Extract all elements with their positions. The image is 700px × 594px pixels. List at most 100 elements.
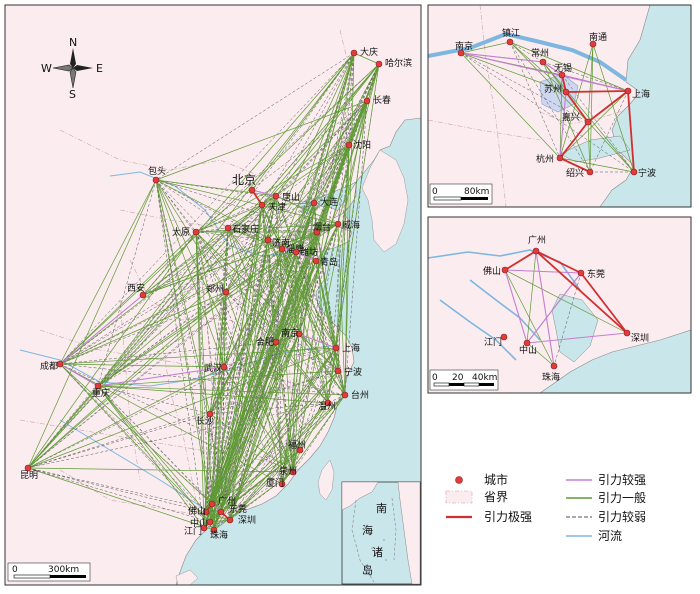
legend-city-label: 城市	[484, 472, 508, 487]
gravity-link	[344, 144, 350, 396]
gravity-link	[27, 467, 222, 513]
main-weak-links	[27, 52, 380, 531]
gravity-link	[267, 239, 329, 404]
gravity-link	[209, 370, 339, 523]
gravity-link	[59, 195, 277, 365]
gravity-link	[337, 144, 350, 225]
gravity-link	[227, 227, 277, 343]
main-city-label: 包头	[148, 165, 166, 177]
main-city-label: 长春	[373, 94, 391, 106]
gravity-link	[535, 250, 628, 334]
main-city-label: 成都	[40, 360, 58, 372]
main-city-marker	[24, 464, 32, 472]
yangtze-city-label: 镇江	[502, 27, 520, 39]
gravity-link	[559, 74, 563, 159]
gravity-link	[195, 231, 215, 531]
gravity-link	[275, 341, 294, 473]
yangtze-city-label: 宁波	[638, 167, 656, 179]
gravity-link	[209, 519, 231, 523]
yangtze-inset-panel: 南京镇江常州南通无锡苏州上海嘉兴杭州绍兴宁波 0 80km	[427, 4, 692, 208]
gravity-link	[220, 333, 300, 513]
gravity-link	[203, 291, 227, 529]
pearl-scale-label: 40km	[472, 373, 497, 383]
gravity-link	[504, 269, 528, 344]
gravity-link	[251, 189, 277, 197]
gravity-link	[211, 370, 339, 505]
gravity-link	[195, 100, 368, 233]
gravity-link	[97, 227, 229, 387]
gravity-link	[97, 231, 318, 387]
gravity-link	[261, 63, 380, 206]
main-city-label: 唐山	[282, 191, 300, 203]
gravity-link	[220, 204, 263, 513]
main-city-marker	[139, 291, 147, 299]
gravity-link	[561, 74, 629, 92]
main-city-marker	[296, 446, 304, 454]
gravity-link	[213, 394, 346, 531]
gravity-link	[542, 61, 591, 173]
gravity-link	[27, 467, 294, 473]
main-city-label: 大连	[320, 196, 338, 208]
yangtze-city-markers: 南京镇江常州南通无锡苏州上海嘉兴杭州绍兴宁波	[455, 27, 656, 179]
south-sea-char-4: 岛	[362, 563, 373, 577]
main-city-marker	[289, 468, 297, 476]
main-city-label: 沈阳	[353, 139, 371, 151]
gravity-link	[535, 250, 555, 367]
main-city-marker	[222, 288, 230, 296]
gravity-link	[313, 63, 380, 204]
pearl-estuary	[551, 293, 599, 363]
gravity-link	[155, 179, 225, 368]
gravity-link	[542, 61, 563, 76]
gravity-link	[27, 251, 297, 469]
main-city-label: 泉州	[279, 465, 297, 477]
gravity-link	[97, 248, 283, 387]
gravity-link	[142, 239, 269, 296]
gravity-link	[344, 100, 368, 396]
gravity-link	[223, 251, 297, 368]
gravity-link	[335, 144, 350, 349]
yangtze-scale-zero: 0	[432, 187, 438, 197]
yangtze-city-marker	[457, 49, 465, 57]
gravity-link	[27, 333, 300, 469]
pearl-city-label: 深圳	[631, 333, 649, 344]
main-city-marker	[94, 382, 102, 390]
gravity-link	[327, 370, 339, 404]
gravity-link	[526, 272, 582, 344]
main-city-marker	[220, 363, 228, 371]
gravity-link	[281, 223, 339, 250]
gravity-link	[155, 100, 368, 181]
gravity-link	[261, 100, 368, 206]
pearl-city-label: 珠海	[542, 371, 560, 383]
gravity-link	[223, 347, 337, 368]
gravity-link	[142, 227, 229, 296]
gravity-link	[275, 52, 355, 343]
yangtze-city-marker	[539, 58, 547, 66]
gravity-link	[504, 269, 628, 334]
main-city-label: 江门	[184, 525, 202, 537]
main-city-marker	[312, 257, 320, 265]
gravity-link	[27, 100, 368, 469]
gravity-link	[155, 179, 231, 521]
yangtze-city-marker	[562, 88, 570, 96]
gravity-link	[335, 347, 346, 396]
legend-general-label: 引力一般	[598, 490, 646, 505]
gravity-link	[559, 90, 629, 159]
gravity-link	[565, 91, 589, 123]
gravity-link	[205, 511, 231, 521]
gravity-link	[59, 231, 197, 365]
main-city-marker	[208, 500, 216, 508]
yangtze-city-label: 杭州	[536, 153, 554, 165]
gravity-link	[229, 347, 337, 521]
main-city-marker	[334, 220, 342, 228]
gravity-link	[225, 52, 355, 293]
gravity-link	[203, 239, 269, 529]
main-city-label: 佛山	[188, 505, 206, 517]
main-city-label: 宁波	[344, 366, 362, 378]
compass-east: E	[96, 62, 103, 75]
main-scale-label: 300km	[48, 565, 79, 575]
main-city-label: 烟台	[313, 221, 331, 233]
main-city-label: 东莞	[229, 503, 247, 515]
yangtze-city-marker	[584, 118, 592, 126]
gravity-link	[509, 41, 544, 63]
gravity-link	[344, 52, 355, 396]
